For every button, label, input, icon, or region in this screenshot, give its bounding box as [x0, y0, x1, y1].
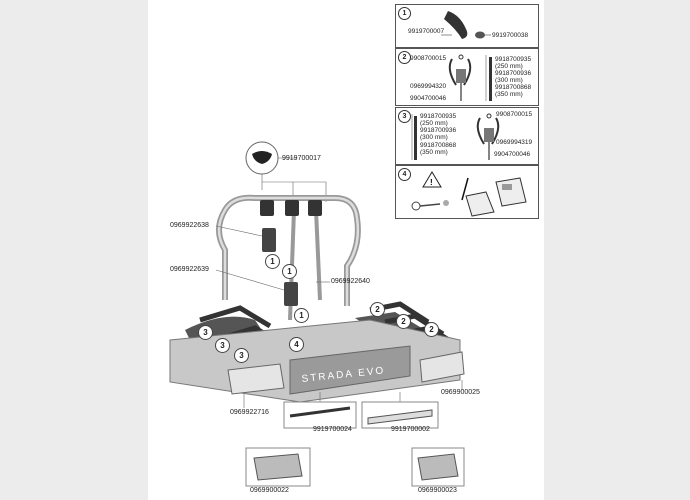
step-2-box: 2 9908700015 0969994320 9904700046 99187… [395, 48, 539, 106]
size-label: (300 mm) [420, 134, 448, 141]
size-label: 9918700936 [420, 127, 457, 134]
size-label: 9918700868 [495, 84, 532, 91]
size-label: (350 mm) [420, 149, 448, 156]
part-label: 0969900022 [250, 487, 289, 494]
step-4-number: 4 [398, 168, 411, 181]
size-label: 9918700868 [420, 142, 457, 149]
clamp-illustration [411, 113, 500, 160]
callout-step-3: 3 [234, 348, 249, 363]
size-label: (300 mm) [495, 77, 523, 84]
part-label: 9904700046 [410, 95, 447, 102]
part-label: 0969922639 [170, 266, 209, 273]
size-label: 9918700935 [420, 113, 457, 120]
part-label: 9908700015 [410, 55, 447, 62]
size-label: (250 mm) [495, 63, 523, 70]
callout-step-3: 3 [215, 338, 230, 353]
part-label: 9919700038 [492, 32, 529, 39]
part-label: 0969994320 [410, 83, 447, 90]
clamp-illustration [448, 54, 492, 101]
manual-key-illustration: ! [411, 171, 527, 217]
size-label: (250 mm) [420, 120, 448, 127]
step-4-box: 4 ! [395, 165, 539, 219]
part-label: 0969900025 [441, 389, 480, 396]
part-label: 9919700002 [391, 426, 430, 433]
part-label: 9919700017 [282, 155, 321, 162]
callout-step-1: 1 [282, 264, 297, 279]
callout-step-2: 2 [396, 314, 411, 329]
part-label: 0969994319 [496, 139, 533, 146]
step-1-number: 1 [398, 7, 411, 20]
callout-step-2: 2 [370, 302, 385, 317]
part-label: 9908700015 [496, 111, 533, 118]
step-1-box: 1 9919700007 9919700038 [395, 4, 539, 48]
callout-step-2: 2 [424, 322, 439, 337]
step-3-number: 3 [398, 110, 411, 123]
strap-illustration [441, 11, 491, 39]
step-3-box: 3 9918700935 (250 mm) 9918700936 (300 mm… [395, 107, 539, 165]
step-2-number: 2 [398, 51, 411, 64]
part-label: 9919700024 [313, 426, 352, 433]
part-label: 0969922716 [230, 409, 269, 416]
part-label: 0969922638 [170, 222, 209, 229]
part-label: 9904700046 [494, 151, 531, 158]
part-label: 0969922640 [331, 278, 370, 285]
callout-step-1: 1 [265, 254, 280, 269]
callout-step-1: 1 [294, 308, 309, 323]
callout-step-3: 3 [198, 325, 213, 340]
part-label: 9919700007 [408, 28, 445, 35]
size-label: 9918700936 [495, 70, 532, 77]
part-label: 0969900023 [418, 487, 457, 494]
callout-step-4: 4 [289, 337, 304, 352]
svg-text:!: ! [430, 178, 433, 187]
size-label: (350 mm) [495, 91, 523, 98]
size-label: 9918700935 [495, 56, 532, 63]
